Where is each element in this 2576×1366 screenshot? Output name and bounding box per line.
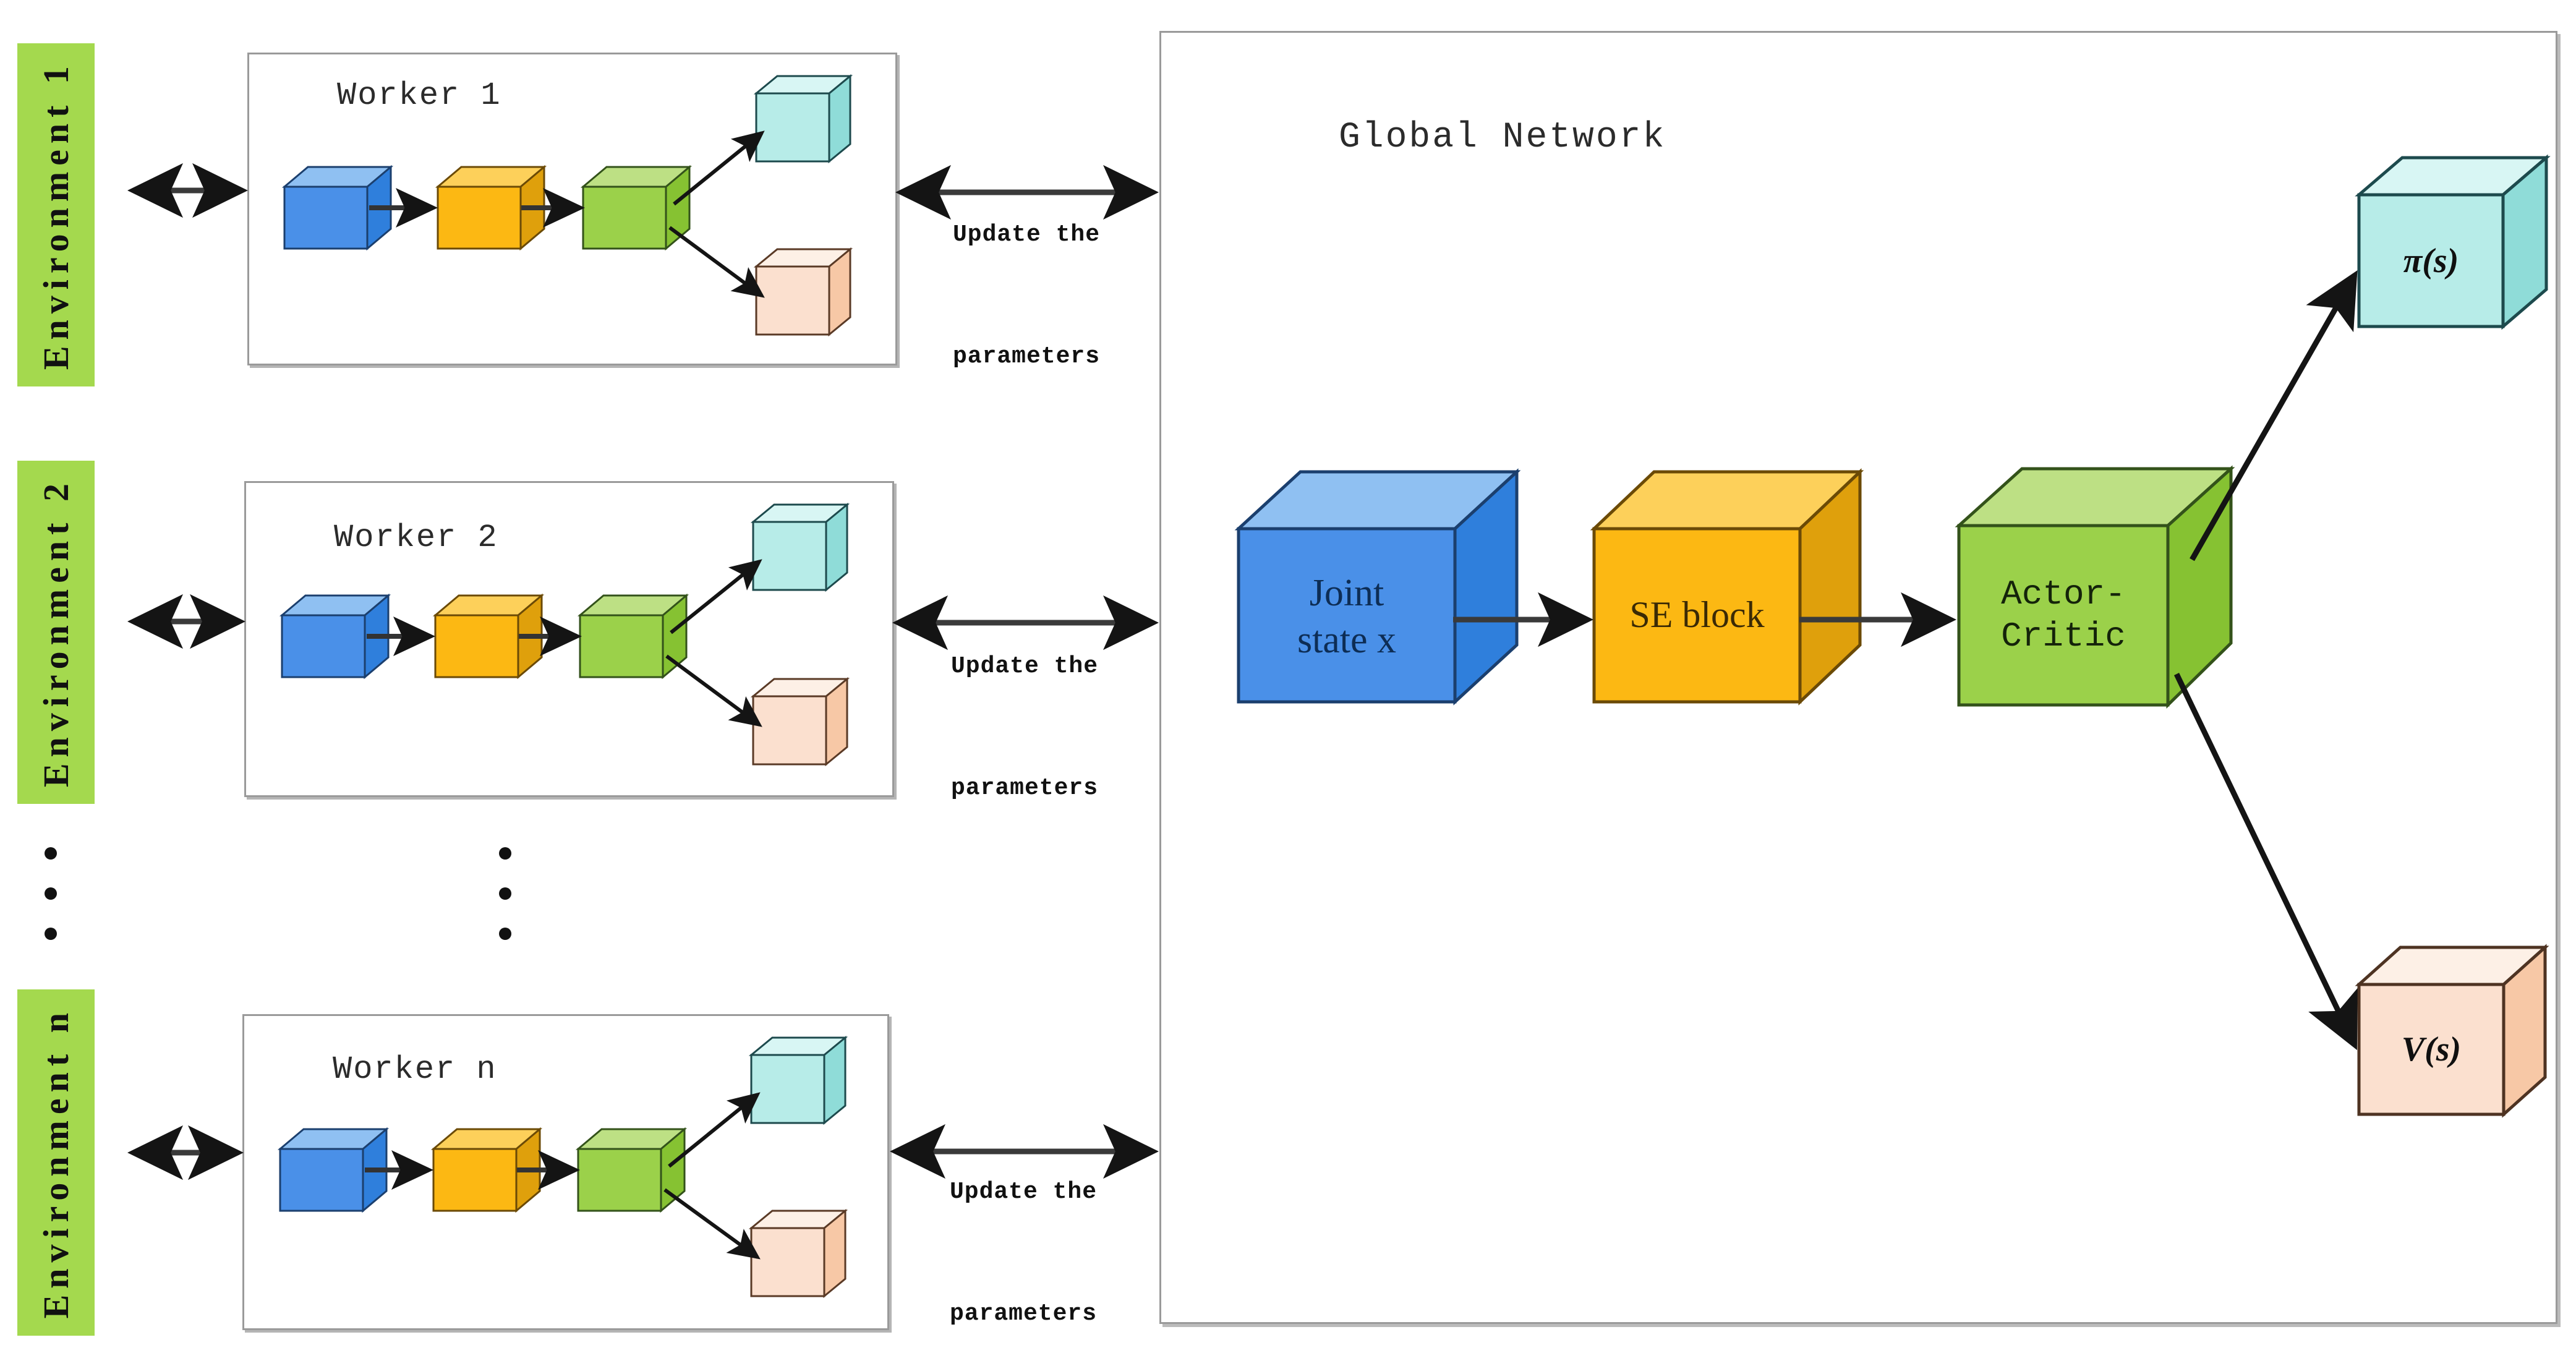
workern-value-cube[interactable] <box>746 1206 851 1305</box>
workern-actorcritic-cube[interactable] <box>573 1124 691 1217</box>
workern-se-cube[interactable] <box>429 1124 546 1217</box>
environment-bar-1[interactable]: Environment 1 <box>17 43 95 386</box>
worker2-value-cube[interactable] <box>748 674 853 773</box>
update-parameters-label-1: Update the parameters <box>924 143 1128 449</box>
worker1-input-cube[interactable] <box>279 162 397 255</box>
update-line-1: Update the <box>952 221 1101 248</box>
worker1-actorcritic-cube[interactable] <box>578 162 696 255</box>
update-line-1: Update the <box>949 1178 1098 1205</box>
global-policy-cube[interactable]: π(s) <box>2350 148 2554 352</box>
ellipsis-dot <box>499 847 511 860</box>
update-parameters-label-n: Update the parameters <box>921 1101 1125 1366</box>
worker2-input-cube[interactable] <box>277 591 395 683</box>
global-value-cube[interactable]: V(s) <box>2350 940 2554 1138</box>
global-se-block-cube[interactable]: SE block <box>1583 461 1867 720</box>
worker1-value-cube[interactable] <box>751 244 856 343</box>
ellipsis-dot <box>45 847 57 860</box>
worker1-policy-cube[interactable] <box>751 71 856 170</box>
worker2-se-cube[interactable] <box>430 591 548 683</box>
worker2-actorcritic-cube[interactable] <box>575 591 693 683</box>
workern-input-cube[interactable] <box>275 1124 393 1217</box>
global-network-title: Global Network <box>1339 117 1666 158</box>
environment-label-1: Environment 1 <box>36 59 76 370</box>
update-line-1: Update the <box>950 652 1099 680</box>
global-joint-state-cube[interactable]: Joint state x <box>1227 461 1524 720</box>
update-parameters-label-2: Update the parameters <box>923 575 1127 881</box>
worker-ellipsis <box>498 847 513 940</box>
environment-label-2: Environment 2 <box>36 477 76 788</box>
environment-label-n: Environment n <box>36 1006 76 1319</box>
worker-title-n: Worker n <box>333 1051 497 1088</box>
environment-ellipsis <box>43 847 58 940</box>
update-line-2: parameters <box>952 343 1101 370</box>
ellipsis-dot <box>45 928 57 940</box>
global-actor-critic-cube[interactable]: Actor- Critic <box>1948 458 2238 717</box>
worker2-policy-cube[interactable] <box>748 500 853 599</box>
workern-policy-cube[interactable] <box>746 1033 851 1132</box>
update-line-2: parameters <box>949 1300 1098 1328</box>
environment-bar-2[interactable]: Environment 2 <box>17 461 95 804</box>
worker-title-2: Worker 2 <box>334 519 498 556</box>
ellipsis-dot <box>499 928 511 940</box>
update-line-2: parameters <box>950 775 1099 802</box>
environment-bar-n[interactable]: Environment n <box>17 989 95 1336</box>
ellipsis-dot <box>45 887 57 900</box>
ellipsis-dot <box>499 887 511 900</box>
worker-title-1: Worker 1 <box>337 77 501 114</box>
worker1-se-cube[interactable] <box>433 162 550 255</box>
